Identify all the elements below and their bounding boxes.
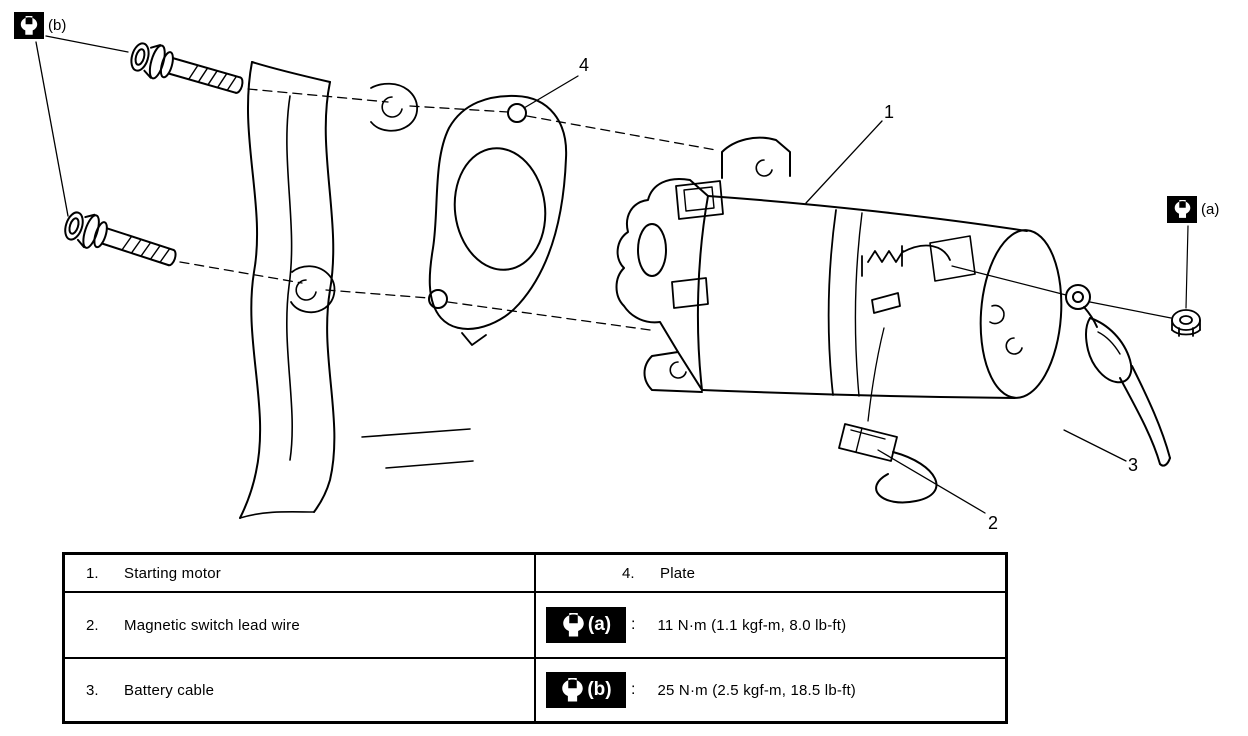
legend-table: 1. Starting motor 4. Plate 2. Magnetic s…: [62, 552, 1008, 724]
torque-wrench-icon: [14, 12, 44, 39]
callout-1: 1: [884, 102, 894, 122]
torque-wrench-icon: [563, 612, 584, 636]
colon: :: [631, 616, 636, 633]
legend-item-number: 2.: [86, 616, 99, 634]
separation-mark: [385, 460, 474, 469]
legend-item-label: Plate: [660, 564, 696, 582]
legend-item-label: Magnetic switch lead wire: [124, 616, 300, 634]
starter-exploded-diagram: 4 1 2 3: [35, 35, 1201, 533]
legend-item-number: 3.: [86, 681, 99, 699]
callout-3: 3: [1128, 455, 1138, 475]
callout-2: 2: [988, 513, 998, 533]
battery-cable: [1065, 284, 1171, 467]
torque-badge-b: (b): [546, 672, 626, 708]
separation-mark: [361, 428, 471, 438]
engine-block-outline: [239, 61, 474, 519]
starting-motor: [615, 136, 1063, 399]
terminal-centerline: [951, 225, 1189, 319]
torque-wrench-icon: [562, 677, 584, 701]
torque-wrench-icon: [1167, 196, 1197, 223]
assembly-dash-lines: [179, 88, 717, 331]
mounting-bolt-lower: [60, 206, 182, 276]
marker-b-leader-lines: [35, 35, 129, 217]
torque-badge-label: (a): [587, 614, 612, 635]
torque-badge-a: (a): [546, 607, 626, 643]
legend-row-3: 3. Battery cable (b) : 25 N·m (2.5 kgf-m…: [65, 657, 1005, 721]
colon: :: [631, 681, 636, 698]
legend-item-number: 4.: [622, 564, 635, 582]
torque-marker-label: (a): [1201, 201, 1220, 218]
magnetic-switch-lead-wire: [838, 327, 938, 504]
magnetic-switch-terminals: [861, 244, 951, 314]
terminal-nut: [1171, 309, 1201, 337]
torque-value: 25 N·m (2.5 kgf-m, 18.5 lb-ft): [657, 681, 857, 699]
legend-item-label: Battery cable: [124, 681, 215, 699]
callout-leader-lines: [523, 75, 1127, 514]
mounting-bolt-upper: [126, 37, 248, 104]
torque-marker-a: (a): [1167, 196, 1219, 223]
callout-4: 4: [579, 55, 589, 75]
torque-value: 11 N·m (1.1 kgf-m, 8.0 lb-ft): [657, 616, 847, 634]
torque-marker-label: (b): [48, 17, 67, 34]
torque-badge-label: (b): [587, 679, 612, 700]
plate-part: [428, 94, 568, 346]
legend-row-1: 1. Starting motor 4. Plate: [65, 555, 1005, 591]
legend-item-label: Starting motor: [124, 564, 222, 582]
legend-item-number: 1.: [86, 564, 99, 582]
legend-row-2: 2. Magnetic switch lead wire (a) : 11 N·…: [65, 591, 1005, 657]
torque-marker-b: (b): [14, 12, 66, 39]
